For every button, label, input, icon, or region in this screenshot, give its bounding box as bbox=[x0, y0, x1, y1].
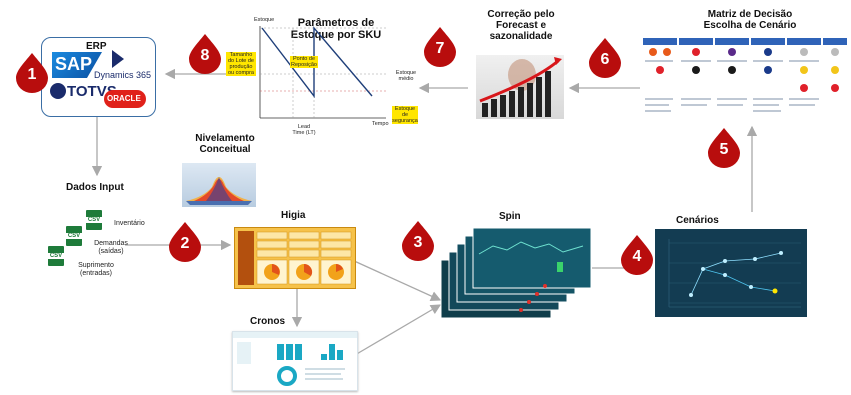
step-number: 6 bbox=[600, 51, 610, 68]
step-3-marker: 3 bbox=[401, 221, 435, 261]
nivelamento-surface-plot bbox=[182, 163, 256, 207]
csv-badge: CSV bbox=[85, 217, 103, 223]
surface-plot-graphic bbox=[186, 177, 252, 205]
step-number: 2 bbox=[180, 235, 190, 252]
dados-input-title: Dados Input bbox=[66, 182, 124, 193]
cenarios-scatter-thumbnail bbox=[655, 229, 807, 317]
lead-time-label: Lead Time (LT) bbox=[292, 124, 316, 137]
demandas-label: Demandas (saídas) bbox=[94, 240, 128, 255]
correcao-title: Correção pelo Forecast e sazonalidade bbox=[487, 9, 555, 42]
higia-title: Higia bbox=[281, 210, 306, 221]
ponto-reposicao-label: Ponto de Reposição bbox=[290, 56, 318, 69]
forecast-growth-graphic bbox=[479, 57, 562, 117]
cenarios-scatter-graphic bbox=[668, 239, 801, 308]
step-number: 1 bbox=[27, 66, 37, 83]
csv-file-icon-inventario: CSV bbox=[85, 210, 103, 230]
step-6-marker: 6 bbox=[588, 38, 622, 78]
matriz-title: Matriz de Decisão Escolha de Cenário bbox=[703, 9, 797, 31]
inventario-label: Inventário bbox=[114, 220, 145, 227]
cronos-dashboard-thumbnail bbox=[232, 331, 358, 391]
sap-logo-text: SAP bbox=[55, 54, 93, 74]
step-number: 8 bbox=[200, 47, 210, 64]
totvs-logo: TOTVS bbox=[50, 82, 117, 102]
step-number: 5 bbox=[719, 141, 729, 158]
estoque-medio-label: Estoque médio bbox=[395, 70, 417, 83]
spin-stack-graphic bbox=[440, 227, 592, 319]
estoque-axis-label: Estoque bbox=[254, 17, 275, 23]
step-7-marker: 7 bbox=[423, 27, 457, 67]
matriz-table-graphic bbox=[643, 38, 847, 112]
higia-dashboard-thumbnail bbox=[234, 227, 356, 289]
csv-badge: CSV bbox=[47, 253, 65, 259]
totvs-circle-icon bbox=[50, 83, 66, 99]
inventory-sawtooth-chart: Estoque Tamanho do Lote de produção ou c… bbox=[226, 14, 422, 138]
cenarios-title: Cenários bbox=[676, 215, 719, 226]
estoque-seguranca-label: Estoque de segurança bbox=[392, 106, 418, 125]
arrow-cronos-to-spin bbox=[354, 304, 442, 356]
csv-file-icon-suprimento: CSV bbox=[47, 246, 65, 266]
tamanho-lote-label: Tamanho do Lote de produção ou compra bbox=[226, 52, 256, 77]
oracle-logo-text: ORACLE bbox=[107, 94, 141, 103]
step-number: 7 bbox=[435, 40, 445, 57]
erp-title: ERP bbox=[86, 41, 107, 52]
step-5-marker: 5 bbox=[707, 128, 741, 168]
arrow-higia-to-spin bbox=[351, 259, 442, 301]
cronos-title: Cronos bbox=[250, 316, 285, 327]
csv-badge: CSV bbox=[65, 233, 83, 239]
spin-title: Spin bbox=[499, 211, 521, 222]
higia-dashboard-graphic bbox=[238, 231, 352, 285]
forecast-growth-image bbox=[476, 55, 564, 119]
dynamics-logo-text: Dynamics 365 bbox=[94, 70, 152, 80]
step-1-marker: 1 bbox=[15, 53, 49, 93]
suprimento-label: Suprimento (entradas) bbox=[78, 262, 114, 277]
nivelamento-title: Nivelamento Conceitual bbox=[195, 133, 255, 155]
step-number: 3 bbox=[413, 234, 423, 251]
step-8-marker: 8 bbox=[188, 34, 222, 74]
erp-box: ERP SAP Dynamics 365 TOTVS ORACLE bbox=[41, 37, 156, 117]
step-number: 4 bbox=[632, 248, 642, 265]
tempo-axis-label: Tempo bbox=[372, 121, 389, 127]
oracle-logo: ORACLE bbox=[104, 90, 146, 108]
spin-dashboard-stack bbox=[437, 224, 595, 320]
dynamics-logo-icon bbox=[112, 50, 124, 68]
cronos-dashboard-graphic bbox=[233, 332, 357, 386]
step-4-marker: 4 bbox=[620, 235, 654, 275]
matriz-table-thumbnail bbox=[641, 36, 849, 120]
step-2-marker: 2 bbox=[168, 222, 202, 262]
csv-file-icon-demandas: CSV bbox=[65, 226, 83, 246]
